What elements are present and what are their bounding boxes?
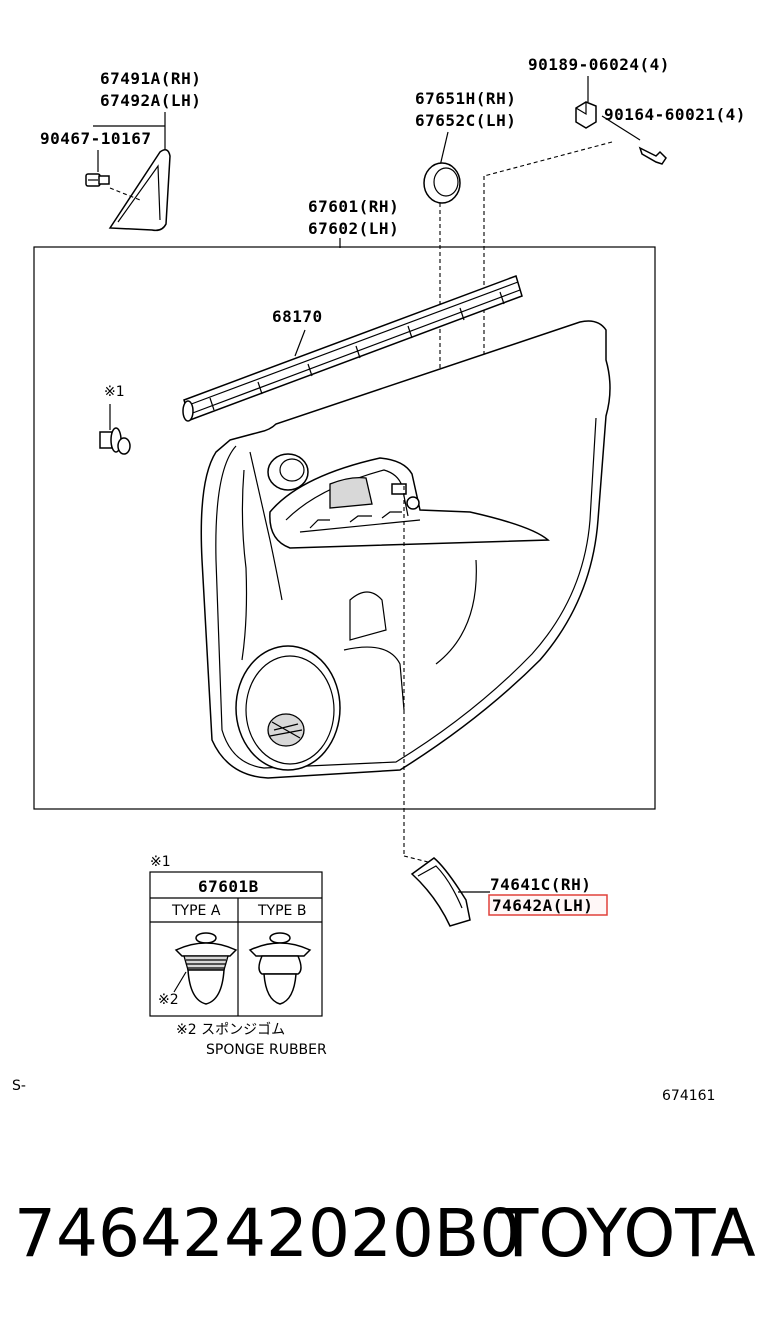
door-panel-assembly: 67601(RH) 67602(LH) 68170 ※1: [33, 197, 656, 863]
label-weatherstrip: 68170: [272, 307, 323, 326]
fastener-group: 90189-06024(4) 90164-60021(4): [483, 55, 746, 520]
label-clip-ref: ※1: [104, 384, 125, 400]
clip-type-a-icon: [174, 932, 238, 1005]
panel-frame: [33, 246, 656, 810]
detail-type-a: TYPE A: [171, 903, 221, 919]
label-garnish-rh: 67491A(RH): [100, 69, 201, 88]
label-panel-rh: 67601(RH): [308, 197, 399, 216]
label-screw-top: 90164-60021(4): [604, 105, 746, 124]
speaker-cover-part: 67651H(RH) 67652C(LH): [397, 89, 516, 467]
caption-part-number: 7464242020B0: [14, 1195, 521, 1272]
clip-icon: [99, 427, 131, 455]
label-nut: 90189-06024(4): [528, 55, 670, 74]
label-cover-lh: 67652C(LH): [415, 111, 516, 130]
label-panel-lh: 67602(LH): [308, 219, 399, 238]
caption-brand: TOYOTA: [497, 1195, 756, 1272]
detail-note-en: SPONGE RUBBER: [206, 1042, 327, 1058]
weatherstrip-part: [182, 275, 523, 422]
label-arm-lh: 74642A(LH): [492, 896, 593, 915]
footer-left-code: S-: [12, 1078, 26, 1094]
clip-type-b-icon: [248, 932, 312, 1005]
label-garnish-lh: 67492A(LH): [100, 91, 201, 110]
door-trim-body: [200, 320, 611, 779]
screw-icon: [638, 146, 667, 165]
detail-ref: ※1: [150, 854, 171, 870]
door-garnish-part: 67491A(RH) 67492A(LH) 90467-10167: [40, 69, 201, 232]
detail-sponge-ref: ※2: [158, 992, 179, 1008]
highlight-box: [488, 894, 608, 916]
detail-title: 67601B: [198, 877, 259, 896]
label-arm-rh: 74641C(RH): [490, 875, 591, 894]
detail-note-jp: ※2 スポンジゴム: [176, 1021, 285, 1038]
footer-right-code: 674161: [662, 1088, 715, 1104]
nut-icon: [575, 101, 597, 129]
label-cover-rh: 67651H(RH): [415, 89, 516, 108]
detail-type-b: TYPE B: [257, 903, 306, 919]
clip-detail-box: ※1 67601B TYPE A TYPE B ※2 ※2 スポンジゴム SPO…: [149, 854, 327, 1058]
screw-icon: [85, 173, 110, 187]
label-screw-garnish: 90467-10167: [40, 129, 151, 148]
armrest-part: 74641C(RH) 74642A(LH): [410, 857, 608, 927]
